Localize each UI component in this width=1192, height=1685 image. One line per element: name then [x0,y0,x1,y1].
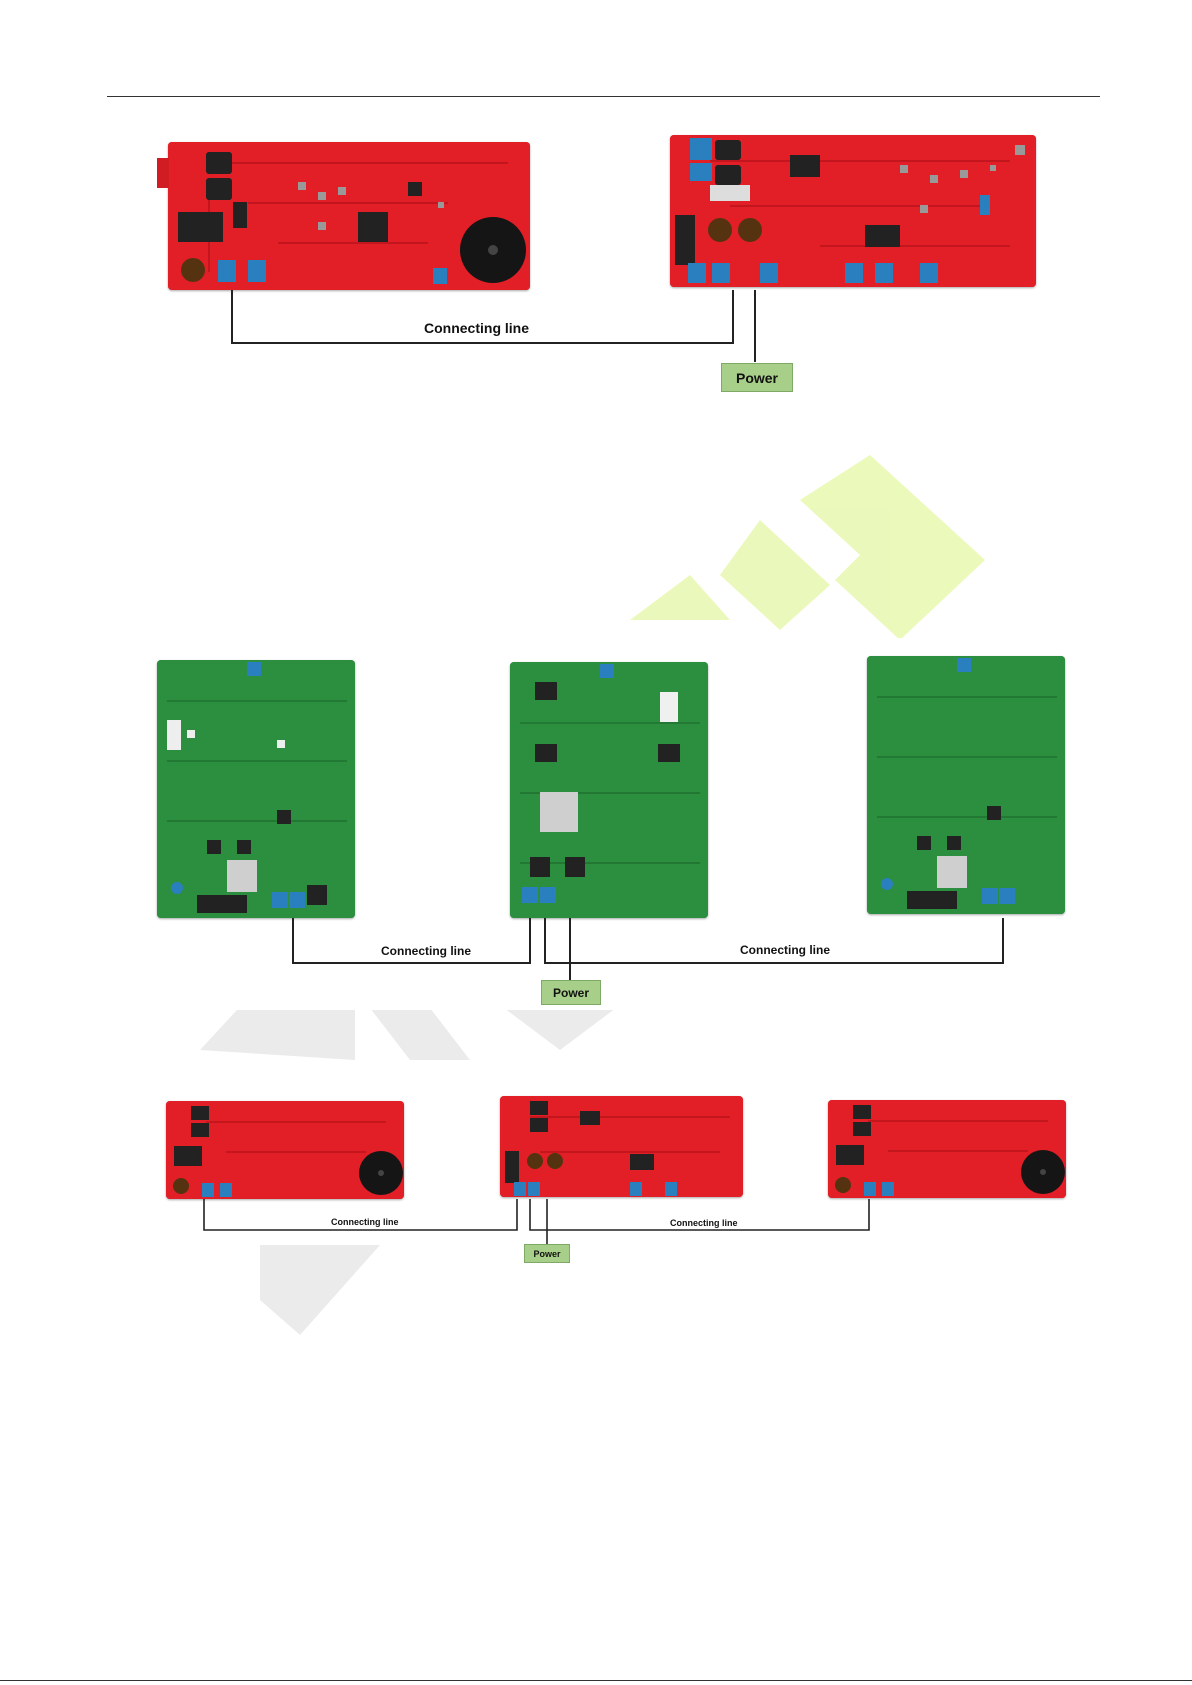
power-tag-3: Power [524,1244,570,1263]
connecting-line-label-3b: Connecting line [670,1218,738,1228]
connecting-line-label-3a: Connecting line [331,1217,399,1227]
